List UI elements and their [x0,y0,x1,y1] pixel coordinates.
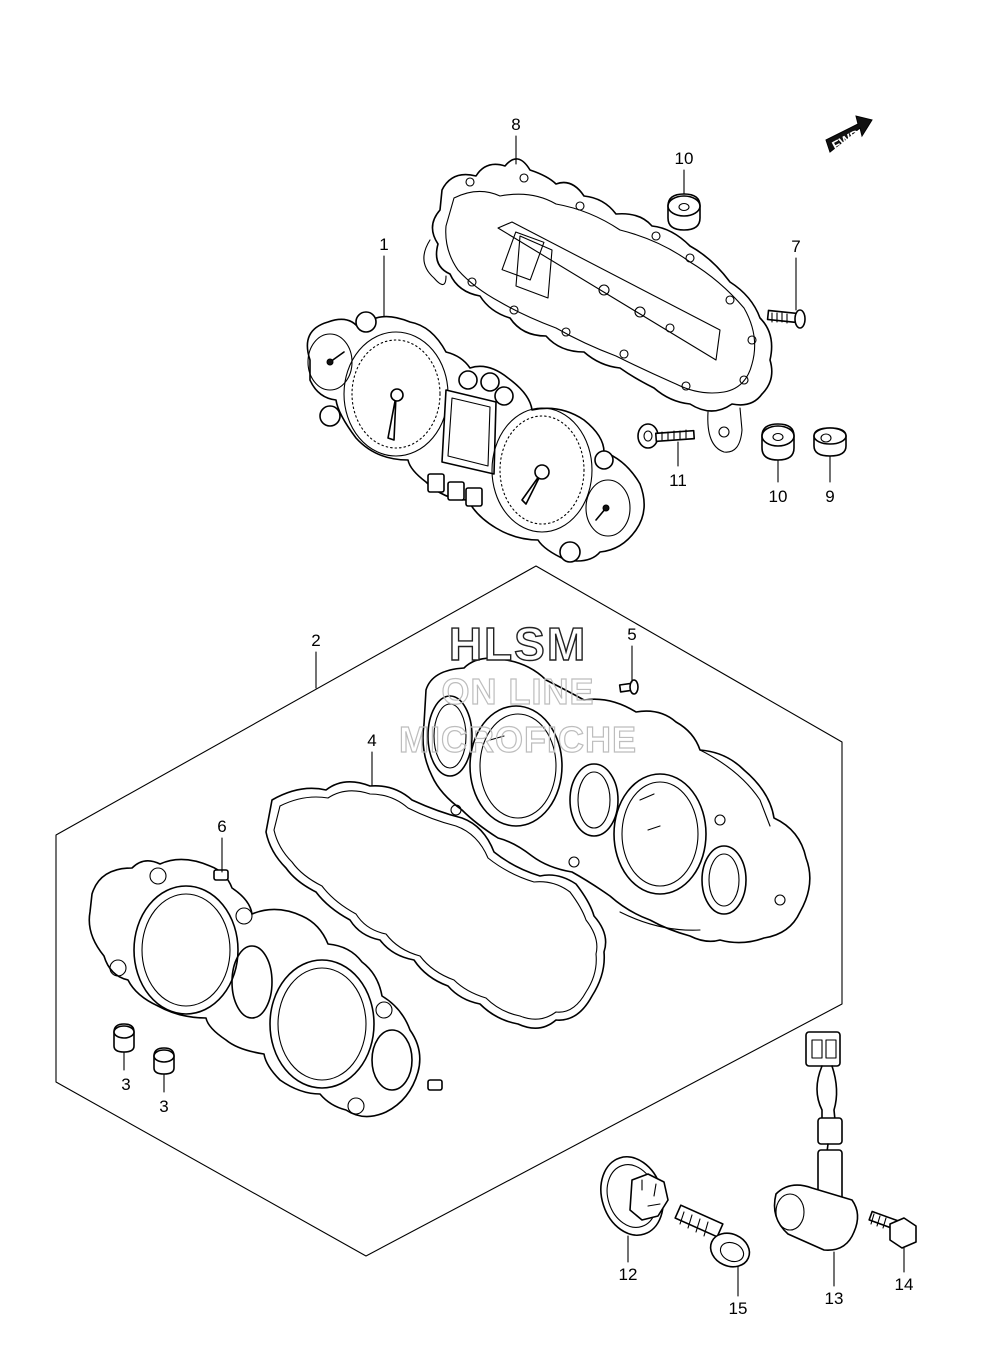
part-1-meter-assembly [306,311,645,563]
part-3-cushion-b [153,1047,175,1075]
part-12-sensor-rotor [600,1156,669,1236]
callout-10-lower: 10 [769,487,788,506]
callout-6: 6 [217,817,226,836]
fwd-arrow-icon: FWD [825,115,873,153]
part-11-screw [637,423,696,449]
callout-labels: 8 10 7 1 11 10 9 2 5 4 6 3 3 12 15 13 14 [121,115,913,1318]
callout-12: 12 [619,1265,638,1284]
part-5-screw [618,679,639,695]
watermark-line3: MICROFICHE [399,719,637,760]
part-7-screw [766,309,806,329]
part-10-grommet-upper [667,193,701,231]
callout-3-b: 3 [159,1097,168,1116]
watermark-line2: ON LINE [441,671,594,712]
part-10-grommet-lower [761,423,795,461]
watermark-line1: HLSM [449,618,587,670]
callout-8: 8 [511,115,520,134]
callout-13: 13 [825,1289,844,1308]
part-13-speed-sensor [773,1031,859,1251]
callout-15: 15 [729,1299,748,1318]
callout-11: 11 [669,471,687,490]
assembly-outline [55,565,843,1257]
callout-4: 4 [367,731,376,750]
callout-1: 1 [379,235,388,254]
part-3-cushion-a [113,1023,135,1053]
callout-7: 7 [791,237,800,256]
callout-14: 14 [895,1275,914,1294]
callout-3-a: 3 [121,1075,130,1094]
part-4-gasket [265,781,607,1029]
part-6-lens-plate [88,858,443,1118]
watermark: HLSM ON LINE MICROFICHE [398,617,637,760]
callout-leaders [123,135,905,1297]
part-9-cushion [813,427,847,457]
part-14-bolt [868,1210,917,1249]
callout-10-upper: 10 [675,149,694,168]
callout-5: 5 [627,625,636,644]
part-2-front-case [422,657,811,944]
part-8-lower-case [423,158,773,453]
callout-9: 9 [825,487,834,506]
fwd-label: FWD [830,126,863,153]
callout-2: 2 [311,631,320,650]
part-15-bolt [674,1204,751,1268]
